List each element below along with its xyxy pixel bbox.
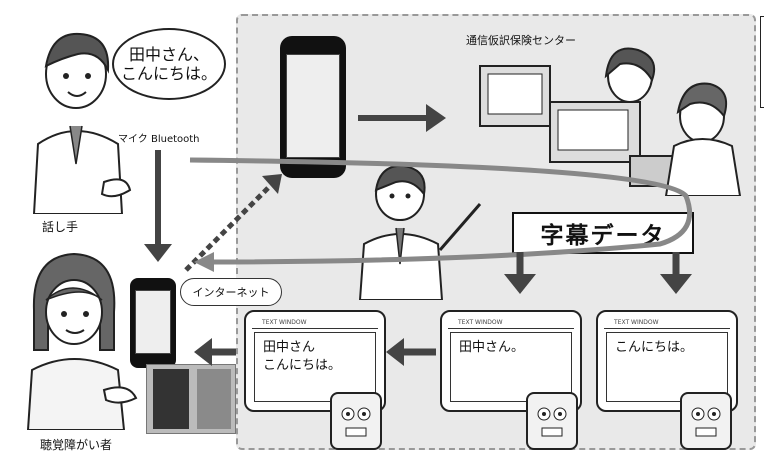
- receiver-figure: [14, 240, 144, 430]
- tablet-device: [146, 364, 236, 434]
- internet-cloud: インターネット: [180, 278, 282, 306]
- center-smartphone: [280, 36, 346, 178]
- speaker-label: 話し手: [42, 220, 79, 234]
- monitor-2-titlebar: TEXT WINDOW: [448, 318, 574, 329]
- center-label: 通信仮訳保険センター: [466, 34, 576, 47]
- speech-bubble: 田中さん、 こんにちは。: [112, 28, 226, 100]
- speech-line-1: 田中さん、: [128, 45, 209, 64]
- arrow-loop-back: [189, 157, 693, 265]
- monitor-3-screen: こんにちは。: [606, 332, 728, 402]
- monitor-2-screen: 田中さん。: [450, 332, 572, 402]
- mascot-3: [680, 392, 732, 450]
- mic-bluetooth-label: マイク Bluetooth: [118, 134, 200, 145]
- receiver-label: 聴覚障がい者: [40, 438, 113, 452]
- mascot-1: [330, 392, 382, 450]
- mascot-2: [526, 392, 578, 450]
- monitor-1-line-1: 田中さん: [263, 340, 316, 355]
- receiver-smartphone: [130, 278, 176, 368]
- monitor-3-line-1: こんにちは。: [615, 340, 694, 355]
- monitor-1-screen: 田中さん こんにちは。: [254, 332, 376, 402]
- monitor-1-titlebar: TEXT WINDOW: [252, 318, 378, 329]
- speech-line-2: こんにちは。: [120, 64, 217, 83]
- arrow-to-center-phone: [184, 182, 274, 272]
- speaker-figure: [18, 14, 138, 214]
- monitor-1-line-2: こんにちは。: [263, 358, 342, 373]
- monitor-3-titlebar: TEXT WINDOW: [604, 318, 730, 329]
- presenter-figure: [340, 160, 490, 300]
- cropped-box-edge: [760, 16, 764, 108]
- monitor-2-line-1: 田中さん。: [459, 340, 525, 355]
- center-operators: [470, 46, 750, 200]
